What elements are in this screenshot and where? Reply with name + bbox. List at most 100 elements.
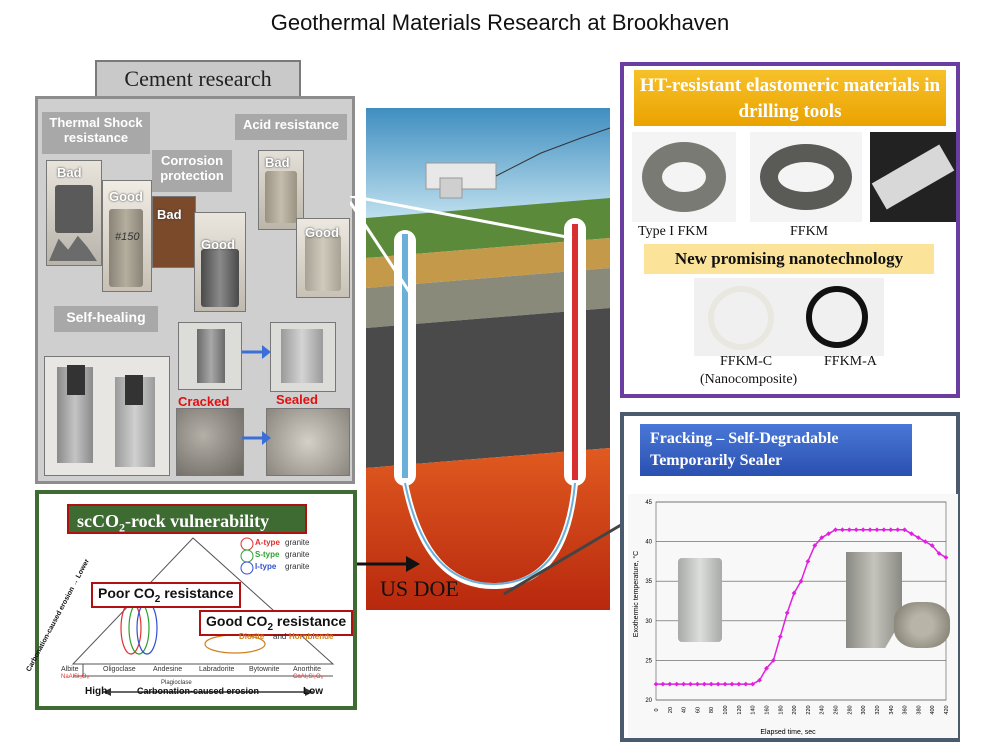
eroded-sample-shape — [265, 171, 297, 223]
formula-right: CaAl₂Si₂O₈ — [293, 674, 324, 680]
chart-xtick-label: 0 — [654, 708, 660, 711]
legend-i-type: I-type — [255, 562, 277, 571]
chart-data-point — [750, 681, 756, 687]
page-title: Geothermal Materials Research at Brookha… — [270, 10, 730, 35]
chart-data-point — [729, 681, 735, 687]
chart-data-point — [695, 681, 700, 687]
chart-data-point — [757, 677, 762, 683]
chart-data-point — [660, 681, 666, 687]
chart-data-point — [688, 681, 693, 687]
thermal-shock-good-photo: #150 Good — [102, 180, 152, 292]
chart-data-point — [826, 531, 832, 537]
cracked-sample-photo — [178, 322, 242, 390]
broken-sample-shape — [55, 185, 93, 233]
coated-sample-shape — [201, 249, 239, 307]
chart-xtick-label: 140 — [751, 705, 757, 714]
chart-data-point — [909, 531, 914, 537]
chart-xtick-label: 220 — [806, 705, 812, 714]
connector-arrows — [350, 196, 573, 297]
chart-data-point — [784, 610, 790, 616]
chart-data-point — [936, 551, 942, 556]
chart-ytick-label: 25 — [645, 658, 652, 664]
chart-ytick-label: 45 — [645, 500, 652, 506]
high-label: High — [85, 686, 108, 697]
chart-xtick-label: 300 — [861, 705, 867, 714]
connector-line — [503, 520, 627, 596]
chart-data-point — [881, 527, 887, 533]
co2-title-pre: scCO — [77, 511, 119, 531]
chart-data-point — [819, 535, 825, 541]
chart-data-point — [860, 527, 866, 533]
acid-bad-photo: Bad — [258, 150, 304, 230]
us-doe-label: US DOE — [380, 576, 459, 601]
type1-fkm-label: Type I FKM — [638, 224, 708, 239]
clear-oring-shape — [708, 286, 774, 350]
and-label: and — [273, 632, 287, 641]
chart-ylabel: Exothermic temperature, °C — [632, 551, 640, 637]
chart-data-point — [764, 665, 769, 671]
rubble-shape — [49, 235, 97, 261]
mineral-label: Anorthite — [293, 666, 322, 673]
hornblende-label: Hornblende — [289, 632, 334, 641]
chart-data-point — [715, 681, 721, 687]
chart-ytick-label: 20 — [645, 698, 652, 704]
well-cross-section — [366, 108, 610, 610]
co2-title: scCO2-rock vulnerability — [67, 504, 307, 535]
chart-xtick-label: 280 — [847, 705, 853, 714]
acid-resistance-label: Acid resistance — [235, 114, 347, 140]
good-sub: 2 — [267, 621, 273, 633]
cap-shape — [125, 375, 143, 405]
nano-title: New promising nanotechnology — [644, 244, 934, 274]
chart-xtick-label: 80 — [709, 707, 715, 713]
legend-granite: granite — [285, 538, 310, 547]
poor-pre: Poor CO — [98, 585, 155, 601]
corrosion-protection-label: Corrosion protection — [152, 150, 232, 192]
sample-mark: #150 — [115, 231, 140, 243]
geothermal-well-diagram: US DOE — [366, 108, 610, 610]
chart-data-point — [812, 543, 818, 548]
oring-shape — [642, 142, 726, 212]
resistant-sample-shape — [305, 235, 341, 291]
chart-data-point — [722, 681, 728, 687]
co2-title-sub: 2 — [119, 520, 125, 535]
chart-data-point — [805, 559, 811, 564]
diorite-label: Diorite — [239, 632, 265, 641]
chart-data-point — [874, 527, 880, 533]
good-co2-resistance-label: Good CO2 resistance — [199, 610, 354, 636]
mineral-label: Andesine — [153, 666, 183, 673]
self-healing-label: Self-healing — [54, 306, 158, 332]
chart-xtick-label: 200 — [792, 705, 798, 714]
mineral-label: Labradorite — [199, 666, 235, 673]
chart-data-point — [902, 527, 907, 533]
bad-label: Bad — [265, 155, 290, 170]
bad-label: Bad — [157, 207, 182, 222]
corrosion-bad-photo: Bad — [152, 196, 196, 268]
chart-xtick-label: 20 — [668, 707, 674, 713]
chart-data-point — [846, 527, 852, 533]
nano-orings-photo — [694, 278, 884, 356]
chart-xlabel: Elapsed time, sec — [760, 729, 816, 736]
good-label: Good — [305, 225, 339, 240]
mineral-label: Albite — [61, 666, 79, 673]
chart-ytick-label: 35 — [645, 579, 652, 585]
chart-data-point — [681, 681, 687, 687]
chart-data-point — [791, 590, 797, 596]
legend-granite: granite — [285, 562, 310, 571]
ffkm-label: FFKM — [790, 224, 829, 239]
legend-granite: granite — [285, 550, 310, 559]
co2-title-post: -rock vulnerability — [125, 511, 270, 531]
legend-a-type: A-type — [255, 538, 280, 547]
black-oring-shape — [806, 286, 868, 348]
nanocomposite-label: (Nanocomposite) — [700, 372, 798, 387]
cracked-microscope-photo — [176, 408, 244, 476]
chart-xtick-label: 240 — [820, 705, 826, 714]
chart-data-point — [798, 578, 804, 584]
cap-shape — [67, 365, 85, 395]
chart-xtick-label: 100 — [723, 705, 729, 714]
sealer-sample-degraded — [846, 552, 902, 648]
chart-data-point — [653, 681, 659, 687]
corrosion-good-photo: Good — [194, 212, 246, 312]
chart-xtick-label: 60 — [695, 707, 701, 713]
surface-strip-shape — [871, 144, 955, 210]
sealed-sample-photo — [270, 322, 336, 392]
